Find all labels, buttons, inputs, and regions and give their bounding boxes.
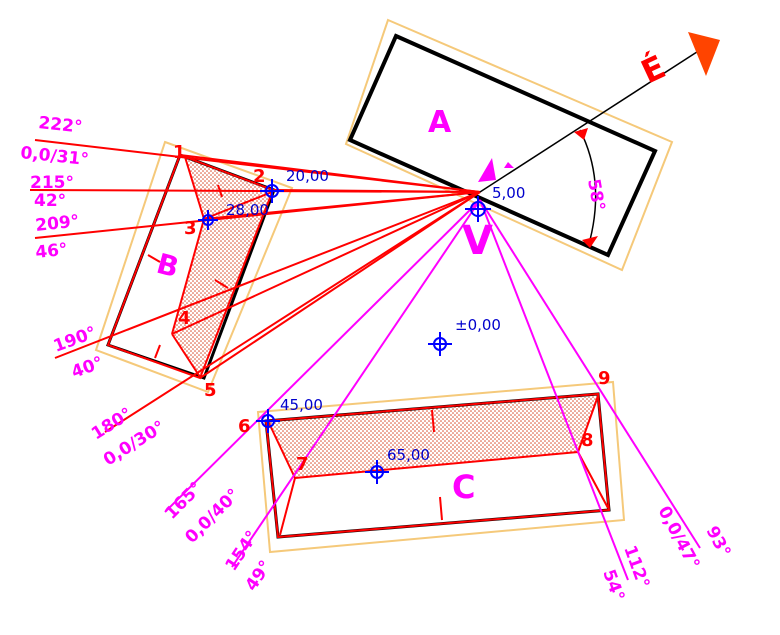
elevation-2-label: 20,00: [286, 167, 329, 185]
marker-zero: [428, 332, 452, 356]
red-sight-lines: [29, 139, 481, 433]
magenta-sight-lines: [164, 199, 701, 581]
north-angle-label: 58°: [583, 177, 608, 212]
point-7-label: 7: [296, 454, 309, 475]
elevation-markers: [198, 179, 491, 484]
building-c-buffer: [256, 380, 626, 554]
building-c-label: C: [452, 468, 475, 506]
elevation-6-label: 45,00: [280, 396, 323, 414]
north-arrow-head: [688, 32, 720, 76]
sight-line-165: [164, 199, 481, 513]
angle-222-sub-label: 0,0/31°: [19, 143, 89, 170]
point-9-label: 9: [598, 368, 611, 389]
angle-93-label: 93°: [702, 523, 735, 561]
point-5-label: 5: [204, 380, 217, 401]
marker-v: [465, 196, 491, 222]
angle-215-sub-label: 42°: [34, 191, 66, 211]
building-a-outline: [347, 33, 658, 258]
sight-line-190: [54, 191, 481, 359]
angle-154-sub-label: 49°: [242, 557, 277, 595]
angle-190-label: 190°: [51, 323, 99, 357]
angle-112-sub-label: 54°: [598, 567, 628, 604]
elevation-v-label: 5,00: [492, 184, 525, 202]
marker-7: [365, 460, 389, 484]
angle-209-sub-label: 46°: [34, 240, 68, 263]
building-a: [344, 18, 674, 272]
point-4-label: 4: [178, 308, 191, 329]
building-b-buffer: [94, 140, 294, 394]
marker-2: [260, 179, 284, 203]
sight-line-180: [104, 191, 481, 433]
sight-line-93: [479, 199, 701, 549]
point-1-label: 1: [173, 142, 186, 163]
building-b-label: B: [153, 247, 182, 284]
marker-3: [198, 210, 218, 230]
north-arrow: [478, 32, 720, 248]
point-2-label: 2: [253, 166, 266, 187]
building-a-buffer: [344, 18, 674, 272]
angle-190-sub-label: 40°: [69, 353, 106, 383]
north-label: É: [635, 48, 671, 92]
elevation-7-label: 65,00: [387, 446, 430, 464]
building-a-label: A: [428, 105, 452, 140]
point-6-label: 6: [238, 416, 251, 437]
point-8-label: 8: [581, 430, 594, 451]
elevation-zero-label: ±0,00: [455, 316, 501, 334]
elevation-3-label: 28,00: [226, 201, 269, 219]
building-c: [256, 380, 626, 554]
viewpoint-label: V: [462, 218, 493, 264]
sight-line-112: [479, 199, 629, 581]
point-3-label: 3: [184, 218, 197, 239]
angle-215-label: 215°: [30, 173, 74, 193]
angle-209-label: 209°: [34, 211, 80, 235]
angle-222-label: 222°: [37, 113, 83, 137]
marker-6: [256, 409, 280, 433]
angle-112-label: 112°: [619, 543, 653, 591]
sight-line-154: [231, 199, 481, 568]
